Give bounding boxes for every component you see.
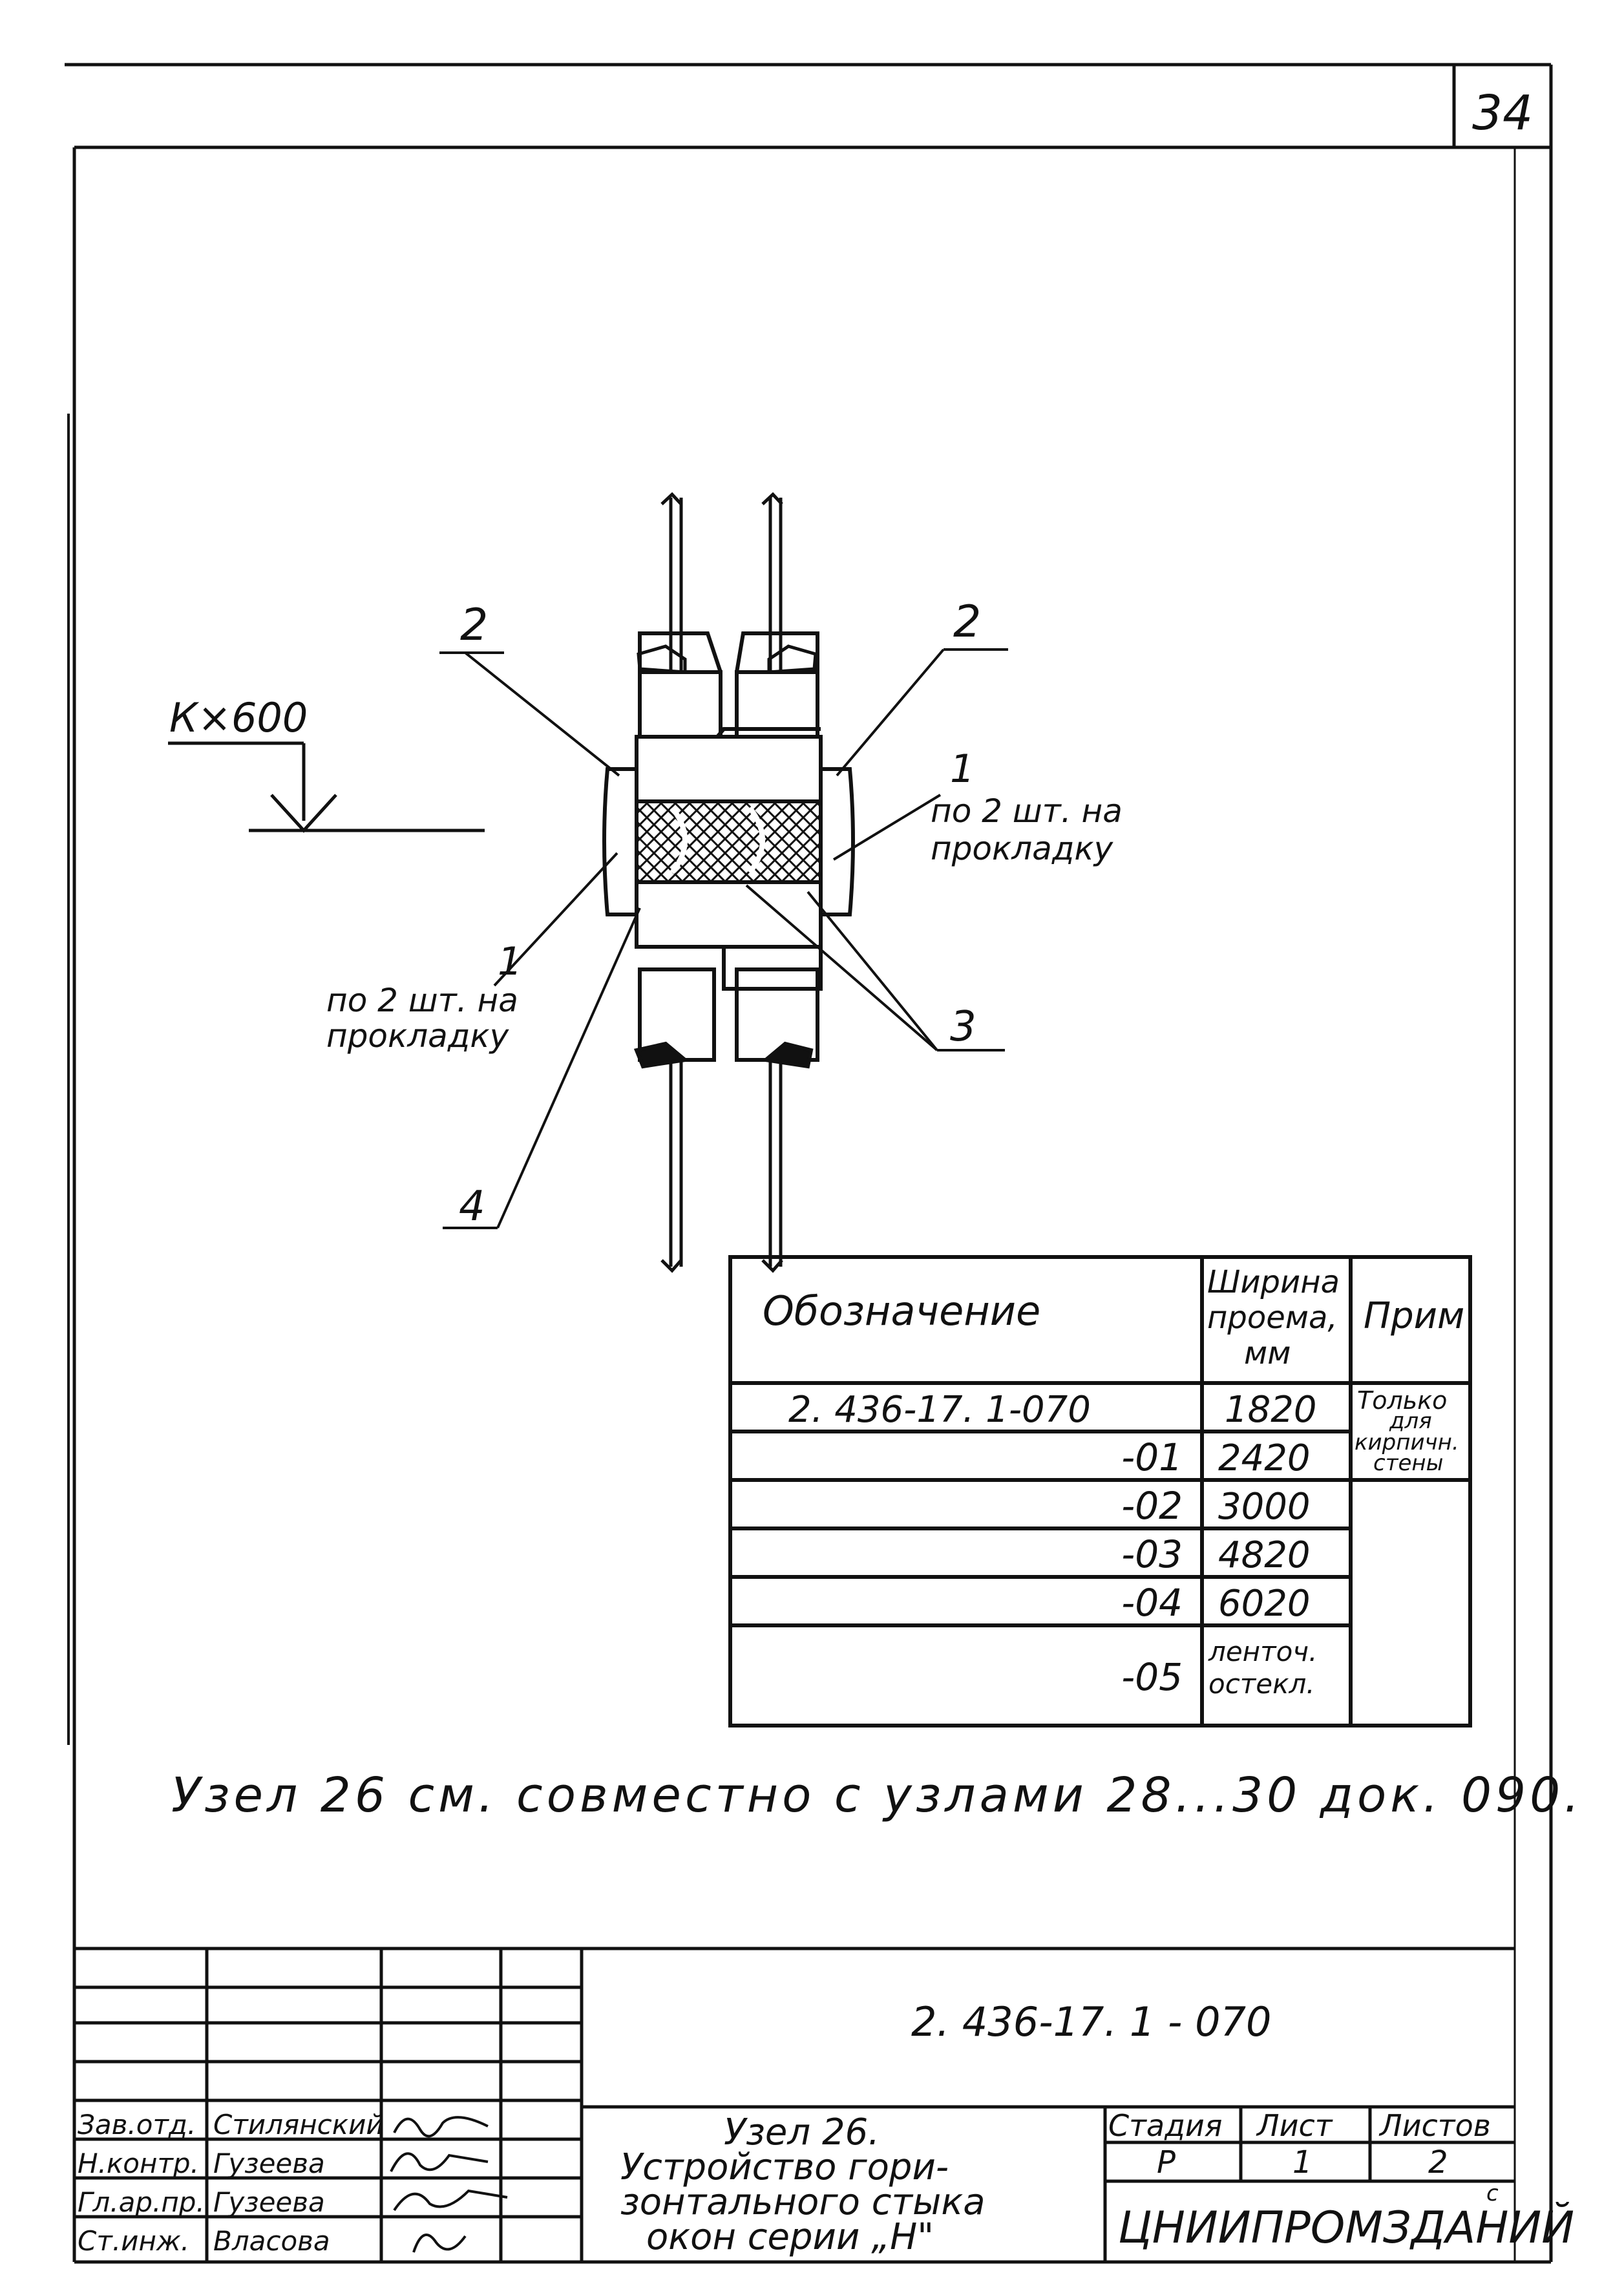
title-line-3: зонтального стыка [620,2181,986,2223]
scale-label: К×600 [169,694,308,741]
table-row-designation: -02 [1121,1484,1183,1528]
sheets-label: Листов [1378,2108,1491,2143]
lower-mullion-profiles [660,1060,783,1273]
callout-2-left: 2 [460,600,488,651]
callout-4: 4 [459,1183,485,1231]
table-row-designation: -01 [1121,1435,1183,1479]
table-note-line: кирпичн. [1355,1430,1459,1455]
footnote: Узел 26 см. совместно с узлами 28...30 д… [171,1768,1583,1823]
page-number: 34 [1472,85,1533,141]
table-row-width: 6020 [1218,1583,1311,1625]
title-block: 2. 436-17. 1 - 070 Узел 26. Устройство г… [74,1947,1574,2262]
table-row-width-line1: ленточ. [1208,1636,1317,1667]
table-note-line: стены [1373,1450,1444,1476]
stage-value: Р [1157,2144,1176,2181]
lower-sash-frames [633,880,823,1069]
signatures [390,2116,508,2253]
upper-sash-frames [635,631,823,803]
gasket-layer [635,799,823,884]
table-row-width: 2420 [1218,1437,1311,1479]
title-line-1: Узел 26. [724,2111,880,2153]
sheet-value: 1 [1292,2144,1313,2181]
table-header-designation: Обозначение [763,1287,1040,1335]
table-row-width: 4820 [1218,1534,1311,1576]
callout-1-right: 1 [950,746,975,792]
table-row-width: 3000 [1218,1486,1311,1528]
callout-3: 3 [950,1003,976,1051]
table-row-designation: -03 [1121,1532,1183,1576]
spec-table: Обозначение Ширина проема, мм Прим 2. 43… [728,1255,1472,1727]
table-row-designation: -05 [1121,1655,1183,1699]
callout-1-left-note-line1: по 2 шт. на [326,982,518,1019]
staff-name: Гузеева [213,2148,325,2179]
table-header-width-line2: проема, [1207,1300,1338,1336]
level-mark [168,741,485,833]
staff-role: Зав.отд. [78,2109,196,2140]
table-note-line: для [1389,1408,1432,1434]
callout-1-right-note-line2: прокладку [931,830,1114,867]
staff-name: Гузеева [213,2186,325,2218]
side-cover-plates [602,767,855,916]
window-joint-detail: К×600 2 2 1 по 2 шт. на прокладку 1 по 2… [168,492,1123,1273]
staff-role: Гл.ар.пр. [78,2186,205,2218]
title-line-2: Устройство гори- [620,2146,949,2188]
callout-2-right: 2 [953,597,981,648]
upper-mullion-profiles [637,492,817,679]
doc-code: 2. 436-17. 1 - 070 [911,1998,1271,2045]
sheet-frame [65,63,1553,2264]
title-line-4: окон серии „Н" [646,2216,934,2258]
table-header-note: Прим [1364,1295,1464,1337]
callout-1-left: 1 [498,939,522,984]
stage-label: Стадия [1108,2108,1222,2143]
callout-1-left-note-line2: прокладку [326,1017,510,1055]
sheet-label: Лист [1256,2108,1333,2143]
table-row-designation: -04 [1121,1581,1183,1625]
callout-leaders [439,648,1008,1229]
table-row-designation: 2. 436-17. 1-070 [788,1389,1091,1431]
table-note-line: Только [1357,1386,1447,1415]
staff-name: Стилянский [213,2109,384,2140]
organization-name: ЦНИИПРОМЗДАНИЙ [1118,2202,1574,2254]
table-header-width-line1: Ширина [1207,1264,1340,1300]
staff-role: Н.контр. [78,2148,199,2179]
callout-1-right-note-line1: по 2 шт. на [931,792,1123,830]
table-header-width-line3: мм [1244,1335,1291,1371]
table-row-width: 1820 [1225,1389,1317,1431]
staff-role: Ст.инж. [78,2225,189,2257]
table-row-width-line2: остекл. [1208,1668,1315,1700]
organization-mark: с [1486,2181,1499,2206]
sheets-value: 2 [1428,2144,1448,2181]
staff-name: Власова [213,2225,330,2257]
